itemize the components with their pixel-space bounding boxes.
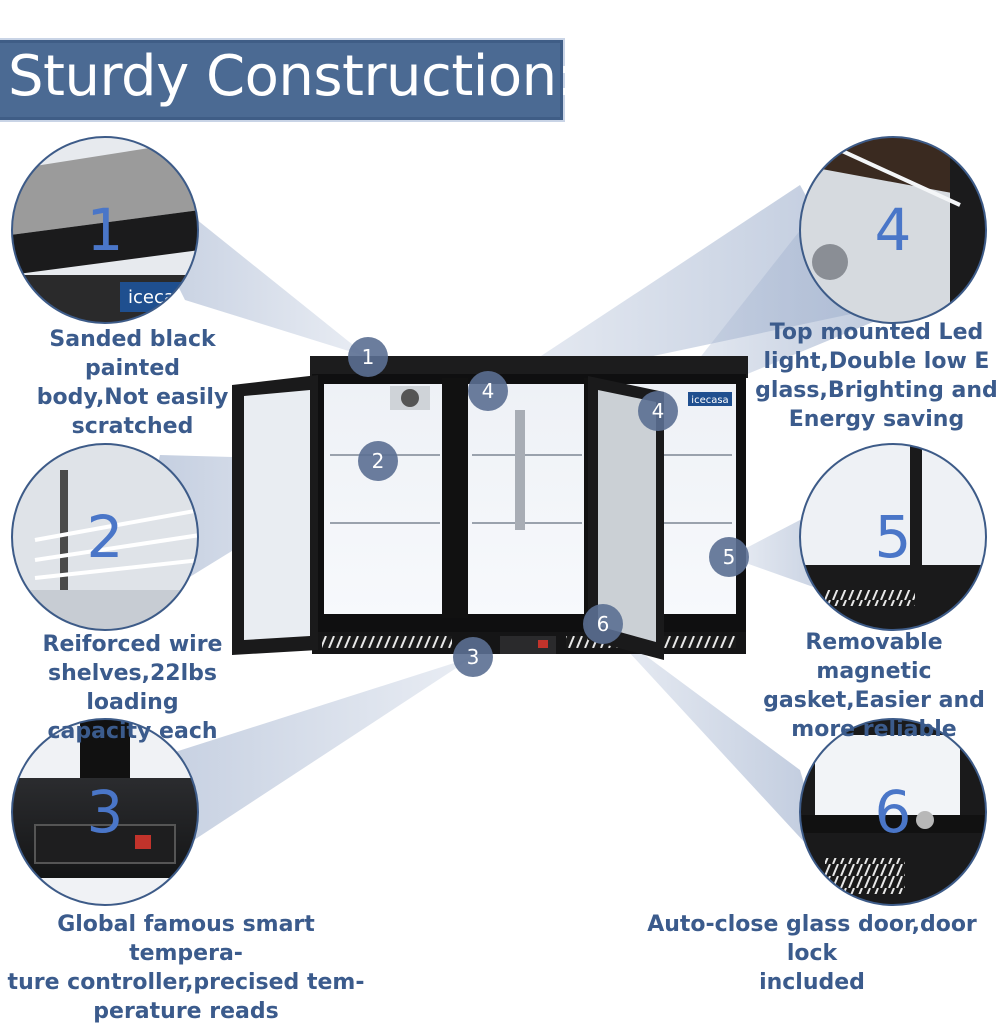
detail-number-2: 2 (87, 503, 124, 571)
svg-text:6: 6 (597, 612, 610, 636)
marker-5: 5 (709, 537, 749, 577)
detail-number-6: 6 (875, 778, 912, 846)
caption-feature-5: Removable magnetic gasket,Easier and mor… (763, 630, 985, 742)
detail-number-3: 3 (87, 778, 124, 846)
marker-6: 6 (583, 604, 623, 644)
detail-circle-1: icecasa 1 (11, 136, 199, 324)
detail-circle-3: 3 (11, 718, 199, 906)
svg-text:4: 4 (482, 379, 495, 403)
page-title: Sturdy Construction: (8, 44, 575, 109)
detail-number-5: 5 (875, 503, 912, 571)
caption-feature-4: Top mounted Led light,Double low E glass… (755, 320, 998, 432)
fridge-brand-label: icecasa (691, 395, 728, 406)
marker-2: 2 (358, 441, 398, 481)
detail-circle-6: 6 (799, 718, 987, 906)
detail-circle-4: 4 (799, 136, 987, 324)
svg-text:2: 2 (372, 449, 385, 473)
caption-feature-3: Global famous smart tempera- ture contro… (7, 912, 365, 1024)
detail-number-1: 1 (87, 196, 124, 264)
caption-feature-1: Sanded black painted body,Not easily scr… (36, 327, 229, 439)
callout-markers: 1 2 3 4 4 5 6 (348, 337, 749, 677)
caption-feature-6: Auto-close glass door,door lock included (647, 912, 977, 995)
marker-4b: 4 (638, 391, 678, 431)
marker-3: 3 (453, 637, 493, 677)
title-banner: Sturdy Construction: (0, 38, 575, 122)
detail-number-4: 4 (875, 196, 912, 264)
svg-text:4: 4 (652, 399, 665, 423)
illustration: icecasa icecasa 1 2 (11, 136, 987, 906)
marker-4a: 4 (468, 371, 508, 411)
svg-text:1: 1 (362, 345, 375, 369)
svg-text:3: 3 (467, 645, 480, 669)
caption-feature-2: Reiforced wire shelves,22lbs loading cap… (42, 632, 223, 744)
svg-text:5: 5 (723, 545, 736, 569)
back-bar-cooler: icecasa (232, 356, 748, 660)
marker-1: 1 (348, 337, 388, 377)
detail-circle-5: 5 (799, 443, 987, 631)
